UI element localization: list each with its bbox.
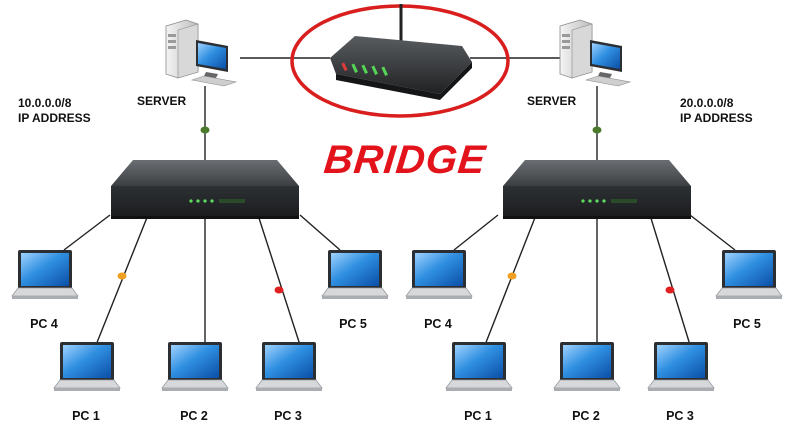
left-network-address-block: 10.0.0.0/8 IP ADDRESS <box>18 96 91 126</box>
link-dot-right-pc3 <box>665 286 675 294</box>
link-right-pc3 <box>649 214 691 346</box>
left-switch <box>111 160 299 219</box>
link-dot-right-pc1 <box>507 272 517 280</box>
right-server-label: SERVER <box>527 94 577 108</box>
left-pc3-icon <box>255 341 323 392</box>
left-pc3-label: PC 3 <box>274 409 302 423</box>
right-pc5-label: PC 5 <box>733 317 761 331</box>
link-dot-left-pc3 <box>274 286 284 294</box>
left-pc5-label: PC 5 <box>339 317 367 331</box>
link-right-pc5 <box>689 214 736 251</box>
right-network-address-block: 20.0.0.0/8 IP ADDRESS <box>680 96 753 126</box>
right-pc4-icon <box>405 249 473 300</box>
link-left-pc1 <box>95 214 149 346</box>
bridge-leds <box>341 62 388 76</box>
link-dot-right-server <box>592 126 602 134</box>
right-server-icon <box>559 19 631 87</box>
link-right-pc1 <box>484 214 537 346</box>
right-pc1-icon <box>445 341 513 392</box>
link-right-pc4 <box>453 214 499 251</box>
right-pc3-label: PC 3 <box>666 409 694 423</box>
right-pc2-label: PC 2 <box>572 409 600 423</box>
link-dot-left-pc1 <box>117 272 127 280</box>
left-server-icon <box>165 19 237 87</box>
left-network-address: 10.0.0.0/8 <box>18 96 72 110</box>
left-pc4-icon <box>11 249 79 300</box>
right-switch <box>503 160 691 219</box>
left-server-label: SERVER <box>137 94 187 108</box>
left-pc2-label: PC 2 <box>180 409 208 423</box>
connection-lines <box>63 57 736 346</box>
left-pc5-icon <box>321 249 389 300</box>
link-left-pc5 <box>299 214 341 251</box>
left-pc1-label: PC 1 <box>72 409 100 423</box>
left-pc4-label: PC 4 <box>30 317 58 331</box>
bridge-title: BRIDGE <box>321 138 489 182</box>
left-pc1-icon <box>53 341 121 392</box>
right-pc5-icon <box>715 249 783 300</box>
right-pc4-label: PC 4 <box>424 317 452 331</box>
right-pc2-icon <box>553 341 621 392</box>
bridge-body <box>330 36 472 94</box>
link-left-pc3 <box>257 214 301 346</box>
bridge-device <box>290 4 510 118</box>
link-indicators <box>117 126 675 294</box>
link-left-pc4 <box>63 214 111 251</box>
right-pc3-icon <box>647 341 715 392</box>
right-pc1-label: PC 1 <box>464 409 492 423</box>
left-pc2-icon <box>161 341 229 392</box>
right-network-caption: IP ADDRESS <box>680 111 753 125</box>
left-network-caption: IP ADDRESS <box>18 111 91 125</box>
right-network-address: 20.0.0.0/8 <box>680 96 734 110</box>
link-dot-left-server <box>200 126 210 134</box>
